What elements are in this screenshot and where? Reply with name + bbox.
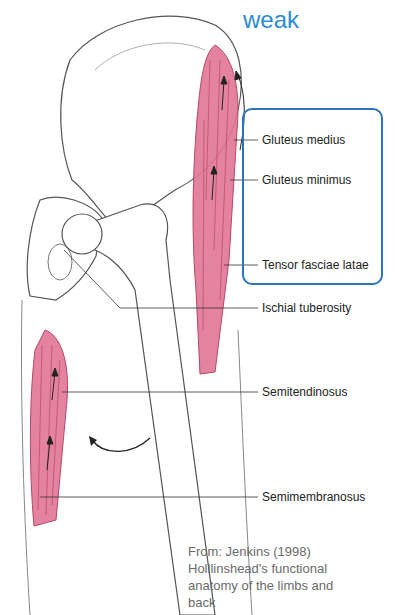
femoral-head <box>62 214 102 254</box>
gluteal-muscle <box>193 45 238 374</box>
anatomy-label: Semimembranosus <box>262 490 365 504</box>
anatomy-label: Ischial tuberosity <box>262 301 351 315</box>
bone-detail <box>95 43 205 70</box>
ischium-bone <box>27 197 102 300</box>
force-arrows <box>47 71 244 470</box>
label-group-box: Gluteus mediusGluteus minimusTensor fasc… <box>242 108 383 285</box>
muscle-label: Gluteus minimus <box>262 173 351 187</box>
muscle-label: Tensor fasciae latae <box>262 258 369 272</box>
muscle-label: Gluteus medius <box>262 133 345 147</box>
muscle-fibres <box>38 345 60 515</box>
diagram-title: weak <box>243 6 299 34</box>
anatomy-label: Semitendinosus <box>262 385 347 399</box>
rotation-arrow <box>92 438 150 451</box>
thigh-outline <box>21 300 30 615</box>
arrow-head <box>89 436 97 446</box>
source-caption: From: Jenkins (1998) Holllinshead's func… <box>188 543 338 611</box>
muscle-fibres <box>203 60 229 330</box>
leader-lines <box>40 140 258 497</box>
